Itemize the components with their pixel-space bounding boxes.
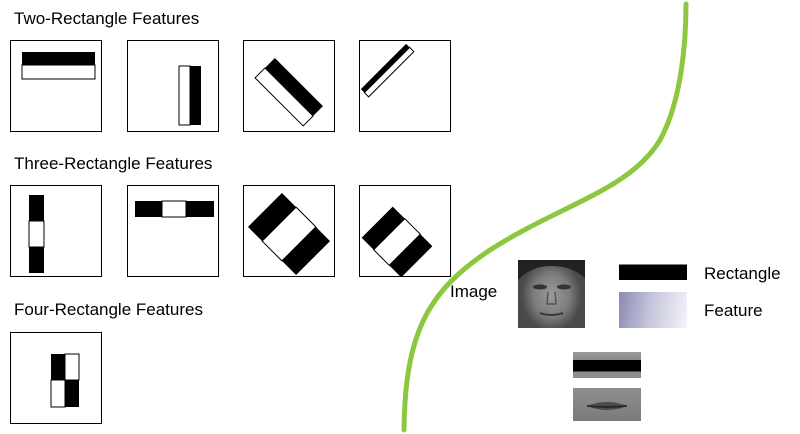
two-rect-feature-diagonal-wide	[243, 40, 335, 132]
mouth-region-crop	[573, 388, 641, 421]
feature-swatch	[619, 292, 687, 328]
rectangle-label: Rectangle	[704, 264, 781, 283]
three-rect-feature-diagonal	[243, 185, 335, 277]
two-rect-feature-diagonal-thin	[359, 40, 451, 132]
three-rect-feature-vertical	[10, 185, 102, 277]
three-rectangle-title: Three-Rectangle Features	[14, 154, 213, 173]
face-image	[518, 260, 585, 328]
rectangle-swatch	[619, 260, 687, 280]
four-rectangle-title: Four-Rectangle Features	[14, 300, 203, 319]
four-rect-feature	[10, 332, 102, 424]
feature-label: Feature	[704, 301, 763, 320]
three-rect-feature-horizontal	[127, 185, 219, 277]
two-rectangle-title: Two-Rectangle Features	[14, 9, 200, 28]
image-label: Image	[450, 282, 498, 301]
two-rect-feature-vertical	[127, 40, 219, 132]
eye-region-crop	[573, 352, 641, 378]
two-rect-feature-horizontal	[10, 40, 102, 132]
three-rect-feature-diagonal-small	[359, 185, 451, 277]
